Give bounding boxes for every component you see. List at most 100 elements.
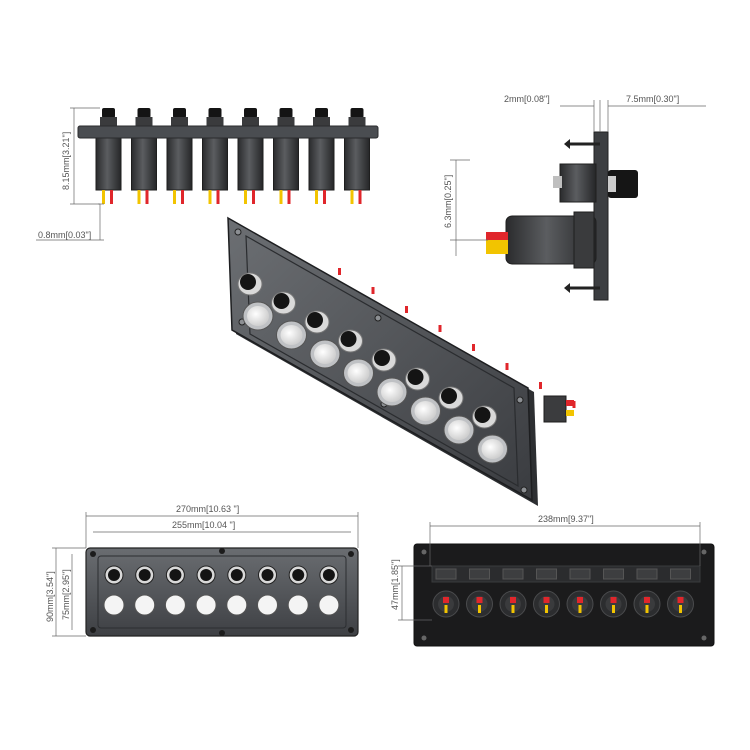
iso-rear-pin [539,382,542,389]
switch-collar [348,117,366,126]
switch-cap [102,108,115,118]
side-view-offset-label: 6.3mm[0.25"] [443,175,453,228]
front-screw [219,630,225,636]
iso-led-lens [381,382,403,402]
front-switch-cap [322,569,335,581]
rear-pin-yellow [612,605,615,613]
rear-pin-yellow [645,605,649,613]
switch-cap [350,108,364,118]
switch-cap [315,108,328,118]
front-led-lens [318,594,340,616]
top-view-flange [77,125,379,139]
front-view: 270mm[10.63 "] 255mm[10.04 "] 90mm[3.54"… [45,504,359,637]
iso-switch-unit [338,325,442,388]
front-view-cutout-height-label: 75mm[2.95"] [61,569,71,620]
wire-yellow [350,190,354,204]
wire-yellow [208,190,212,204]
side-view-wire-red [486,232,508,240]
switch-cap [244,108,257,118]
iso-switch-unit [271,287,375,350]
top-view-switch [237,108,264,204]
rear-holder [600,568,627,618]
top-view-switch [95,108,122,204]
switch-collar [100,117,117,126]
front-led-lens [257,594,278,616]
iso-switch-unit [304,306,408,369]
switch-collar [277,117,295,126]
wire-yellow [102,190,105,204]
front-switch-cap [138,569,151,581]
side-view-screw-top [564,139,600,149]
iso-rear-pin [472,344,475,351]
front-led-lens [195,594,217,616]
iso-rear-pin [438,325,442,332]
iso-switch-cap [273,293,290,309]
side-view-screw-bottom [564,283,600,293]
front-screw [90,627,96,633]
rear-terminal [670,568,691,580]
wire-yellow [137,190,141,204]
rear-pin-yellow [478,605,481,613]
iso-rear-connector [543,395,567,423]
iso-switch-row [237,268,576,464]
wire-red [358,190,362,204]
rear-holder-core [605,596,622,612]
rear-pin-red [644,597,650,603]
switch-body [344,137,370,191]
rear-holder [466,568,493,618]
switch-body [95,137,122,191]
rear-pin-yellow [545,605,548,613]
wire-red [181,190,184,204]
rear-holder-core [639,596,655,612]
rear-screw [421,549,427,555]
front-switch-cap [108,569,120,581]
rear-terminal [469,568,490,580]
side-view-switch-body [559,163,597,203]
iso-led-lens [414,401,437,421]
switch-body [131,137,157,191]
switch-collar [135,117,153,126]
switch-body [273,137,299,191]
iso-switch-cap [407,369,424,385]
front-screw [219,548,225,554]
iso-led-lens [448,420,470,440]
switch-body [237,137,264,191]
rear-view-panel [413,543,715,647]
rear-view: 238mm[9.37"] 47mm[1.85"] [390,514,715,647]
iso-switch-unit [405,363,509,426]
side-view: 2mm[0.08"] 7.5mm[0.30"] 6.3mm[0.25"] [443,94,706,301]
switch-body [166,137,193,191]
front-led-lens [226,594,248,616]
rear-view-width-label: 238mm[9.37"] [538,514,594,524]
rear-pin-red [677,597,684,603]
top-view-switch [202,108,228,204]
front-switch-cap [230,569,243,581]
top-view-height-label: 8.15mm[3.21"] [61,132,71,190]
front-led-lens [287,594,309,616]
switch-cap [208,108,222,118]
wire-red [216,190,220,204]
iso-screw [516,396,524,404]
side-view-plate [593,131,609,301]
front-view-cutout-width-label: 255mm[10.04 "] [172,520,235,530]
iso-switch-cap [240,274,256,290]
rear-holder [633,568,661,618]
top-view: 8.15mm[3.21"] 0.8mm[0.03"] [36,107,379,241]
rear-screw [421,635,427,641]
top-view-switch-row [95,108,370,204]
iso-screw [234,228,242,236]
iso-screw [520,486,528,494]
rear-pin-red [510,597,516,603]
rear-pin-yellow [578,605,582,613]
rear-pin-yellow [679,605,682,613]
iso-rear-pin [505,363,509,370]
wire-red [145,190,149,204]
iso-switch-cap [307,312,323,328]
iso-switch-unit [438,382,542,445]
iso-switch-cap [374,350,390,366]
side-view-flange-label: 7.5mm[0.30"] [626,94,679,104]
switch-collar [171,117,188,126]
rear-terminal [603,568,624,580]
wire-red [110,190,113,204]
